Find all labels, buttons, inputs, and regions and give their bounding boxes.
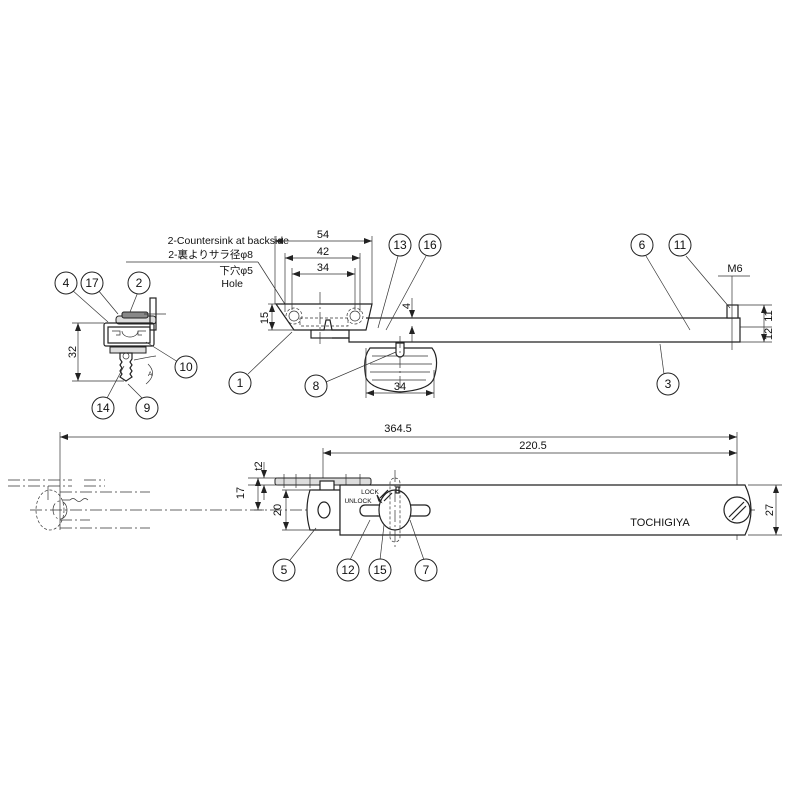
balloon-14: 14 [91, 396, 115, 420]
dim-220-5: 220.5 [519, 440, 547, 452]
balloon-12: 12 [336, 558, 360, 582]
balloon-5: 5 [272, 558, 296, 582]
lock-label: LOCK [361, 489, 379, 496]
dim-17: 17 [235, 487, 247, 499]
svg-text:2: 2 [136, 276, 143, 290]
balloon-17: 17 [80, 271, 104, 295]
svg-text:9: 9 [144, 401, 151, 415]
svg-text:10: 10 [179, 360, 193, 374]
svg-text:7: 7 [423, 563, 430, 577]
hole-label-en: Hole [221, 278, 243, 290]
svg-text:14: 14 [96, 401, 110, 415]
svg-text:6: 6 [639, 238, 646, 252]
dim-27: 27 [764, 504, 776, 516]
balloon-9: 9 [135, 396, 159, 420]
balloon-4: 4 [54, 271, 78, 295]
balloon-3: 3 [656, 372, 680, 396]
dim-15: 15 [259, 312, 271, 324]
dim-20: 20 [272, 504, 284, 516]
dim-t2: t2 [253, 461, 265, 470]
svg-text:13: 13 [393, 238, 407, 252]
hole-label-jp: 下穴φ5 [219, 264, 253, 277]
dim-11: 11 [763, 310, 775, 321]
svg-text:12: 12 [341, 563, 355, 577]
balloon-7: 7 [414, 558, 438, 582]
svg-text:17: 17 [85, 276, 99, 290]
dim-364-5: 364.5 [384, 423, 412, 435]
balloon-15: 15 [368, 558, 392, 582]
side-view: A 32 [67, 289, 179, 401]
svg-text:15: 15 [373, 563, 387, 577]
balloon-8: 8 [304, 374, 328, 398]
dim-34-holes: 34 [317, 262, 329, 274]
balloon-11: 11 [668, 233, 692, 257]
balloon-10: 10 [174, 355, 198, 379]
svg-text:11: 11 [674, 238, 687, 252]
countersink-label-en: 2-Countersink at backside [168, 235, 290, 247]
svg-text:5: 5 [281, 563, 288, 577]
svg-text:3: 3 [665, 377, 672, 391]
top-view: 2-Countersink at backside 2-裏よりサラ径φ8 下穴φ… [126, 229, 775, 398]
dim-34-knob: 34 [394, 381, 406, 393]
unlock-label: UNLOCK [344, 498, 372, 505]
svg-text:4: 4 [63, 276, 70, 290]
dim-54: 54 [317, 229, 329, 241]
balloon-1: 1 [228, 371, 252, 395]
thread-m6: M6 [727, 263, 742, 275]
balloon-16: 16 [418, 233, 442, 257]
dim-12: 12 [763, 328, 775, 340]
brand-marking: TOCHIGIYA [630, 517, 690, 529]
countersink-label-jp: 2-裏よりサラ径φ8 [168, 248, 253, 261]
svg-text:A: A [148, 371, 153, 378]
dim-32: 32 [67, 346, 79, 358]
svg-text:8: 8 [313, 379, 320, 393]
front-view: 364.5 220.5 LOCK UNLOCK TOCHIGIYA [8, 423, 782, 561]
balloon-6: 6 [630, 233, 654, 257]
svg-text:1: 1 [237, 376, 244, 390]
svg-text:16: 16 [423, 238, 437, 252]
dim-42: 42 [317, 246, 329, 258]
balloon-2: 2 [127, 271, 151, 295]
dim-4: 4 [401, 303, 413, 309]
balloon-13: 13 [388, 233, 412, 257]
